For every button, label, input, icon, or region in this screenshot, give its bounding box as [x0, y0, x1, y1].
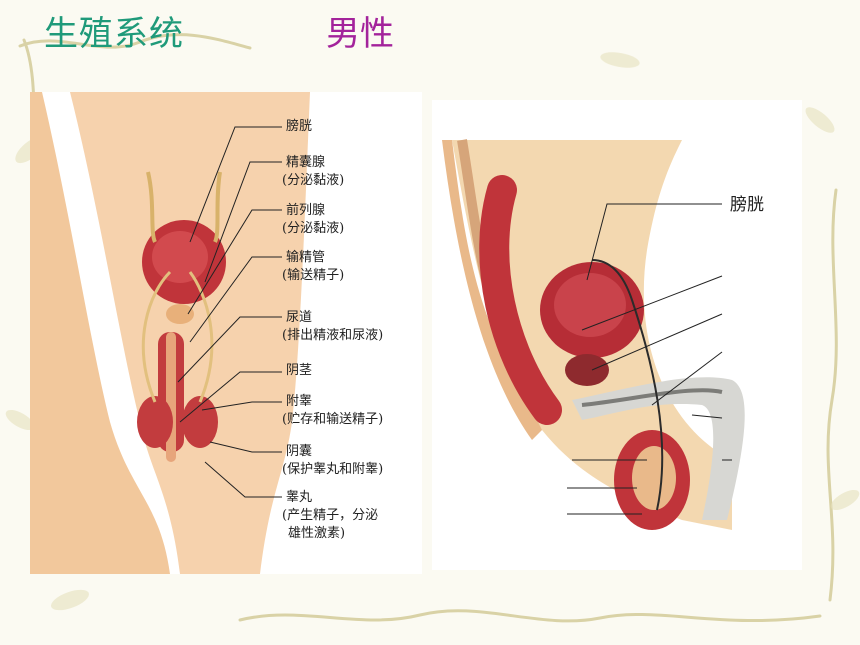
label-epididymis: 附睾	[286, 394, 313, 409]
label-prostate-desc: (分泌黏液)	[282, 221, 345, 236]
label-epididymis-desc: (贮存和输送精子)	[282, 412, 384, 427]
front-view-illustration	[30, 92, 422, 574]
label-penis: 阴茎	[286, 363, 313, 378]
label-side-bladder: 膀胱	[730, 195, 764, 215]
label-prostate: 前列腺	[286, 203, 326, 218]
label-scrotum: 阴囊	[286, 444, 313, 459]
label-scrotum-desc: (保护睾丸和附睾)	[282, 462, 384, 477]
page-subtitle: 男性	[326, 14, 394, 54]
label-urethra-desc: (排出精液和尿液)	[282, 328, 384, 343]
side-view-diagram: 膀胱	[432, 100, 802, 570]
page-title: 生殖系统	[44, 14, 184, 54]
front-view-diagram: 膀胱 精囊腺 (分泌黏液) 前列腺 (分泌黏液) 输精管 (输送精子) 尿道 (…	[30, 92, 422, 574]
label-testis-desc-2: 雄性激素)	[288, 526, 346, 541]
label-testis: 睾丸	[286, 490, 313, 505]
label-seminal-vesicle-desc: (分泌黏液)	[282, 173, 345, 188]
label-vas-deferens: 输精管	[286, 250, 326, 265]
label-vas-deferens-desc: (输送精子)	[282, 268, 345, 283]
side-view-illustration	[442, 139, 745, 530]
label-bladder: 膀胱	[286, 119, 313, 134]
label-testis-desc: (产生精子，分泌	[282, 508, 379, 523]
label-seminal-vesicle: 精囊腺	[286, 155, 326, 170]
label-urethra: 尿道	[286, 310, 313, 325]
